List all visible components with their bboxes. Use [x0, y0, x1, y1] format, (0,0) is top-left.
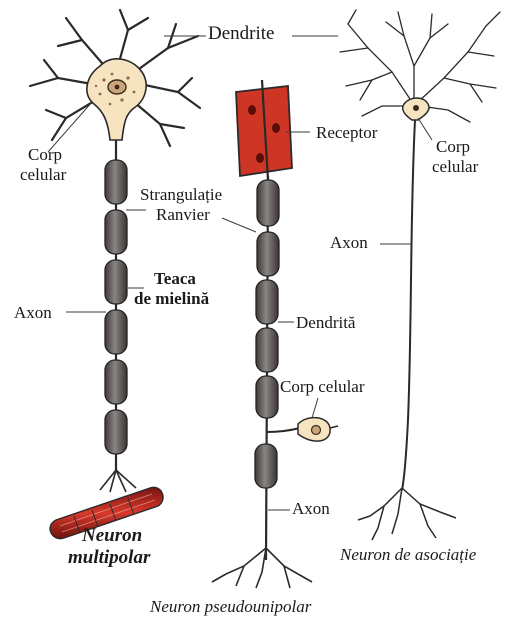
- caption-asociatie: Neuron de asociație: [340, 546, 476, 564]
- association-neuron: [340, 10, 500, 540]
- multipolar-cell-body: [87, 59, 146, 140]
- label-axon-right: Axon: [330, 234, 368, 252]
- label-teaca: Teaca: [154, 270, 196, 288]
- label-receptor: Receptor: [316, 124, 377, 142]
- label-dendrita: Dendrită: [296, 314, 355, 332]
- label-strangulatie: Strangulație: [140, 186, 222, 204]
- label-corp-celular-right-1: Corp: [436, 138, 470, 156]
- label-ranvier: Ranvier: [156, 206, 210, 224]
- label-dendrite: Dendrite: [208, 24, 274, 44]
- association-axon: [402, 120, 415, 490]
- label-axon-middle: Axon: [292, 500, 330, 518]
- label-de-mielina: de mielină: [134, 290, 209, 308]
- label-corp-celular-left-2: celular: [20, 166, 66, 184]
- label-corp-celular-left-1: Corp: [28, 146, 62, 164]
- caption-multipolar-1: Neuron: [82, 526, 142, 546]
- label-corp-celular-middle: Corp celular: [280, 378, 365, 396]
- label-corp-celular-right-2: celular: [432, 158, 478, 176]
- caption-multipolar-2: multipolar: [68, 548, 150, 568]
- label-axon-left: Axon: [14, 304, 52, 322]
- receptor-organ: [236, 80, 292, 180]
- caption-pseudounipolar: Neuron pseudounipolar: [150, 598, 311, 616]
